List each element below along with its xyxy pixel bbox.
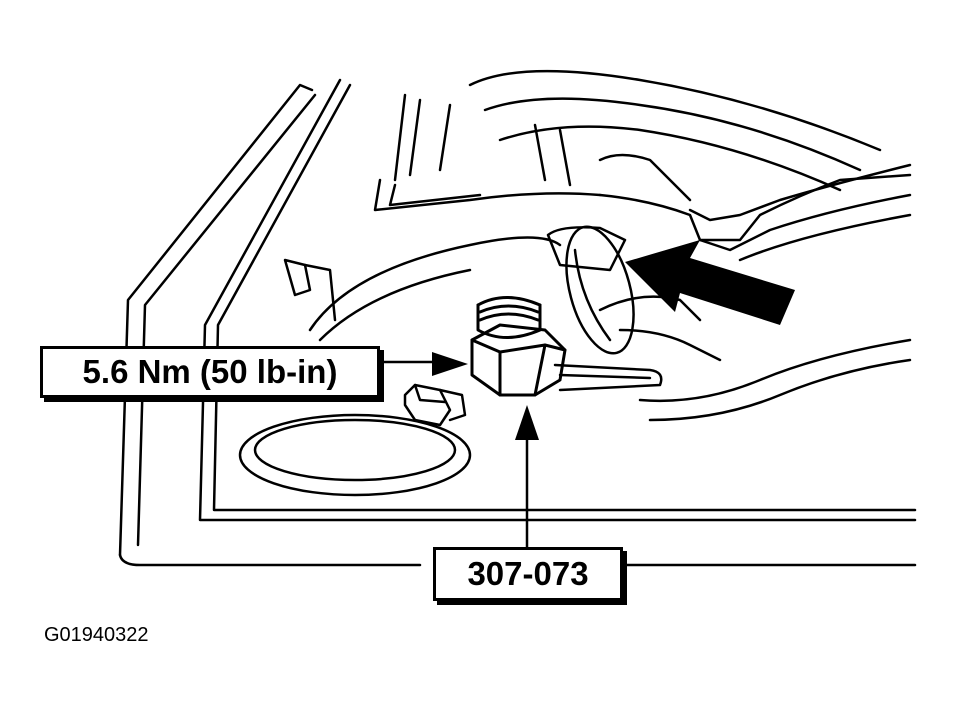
tool-number-label: 307-073 bbox=[433, 547, 623, 601]
lower-oval bbox=[238, 413, 472, 497]
pointer-arrow-icon bbox=[625, 240, 795, 325]
housing-outline bbox=[118, 78, 917, 567]
small-connector bbox=[403, 383, 467, 427]
band-structure bbox=[373, 163, 912, 262]
torque-arrowhead bbox=[432, 352, 468, 376]
torque-spec-label: 5.6 Nm (50 lb-in) bbox=[40, 346, 380, 398]
fitting bbox=[546, 225, 635, 355]
drain-plug-icon bbox=[470, 296, 567, 397]
figure-id: G01940322 bbox=[44, 624, 149, 646]
pan-rim bbox=[553, 295, 912, 422]
upper-housing bbox=[393, 69, 882, 202]
left-tab bbox=[283, 236, 562, 342]
tool-arrowhead bbox=[515, 405, 539, 440]
